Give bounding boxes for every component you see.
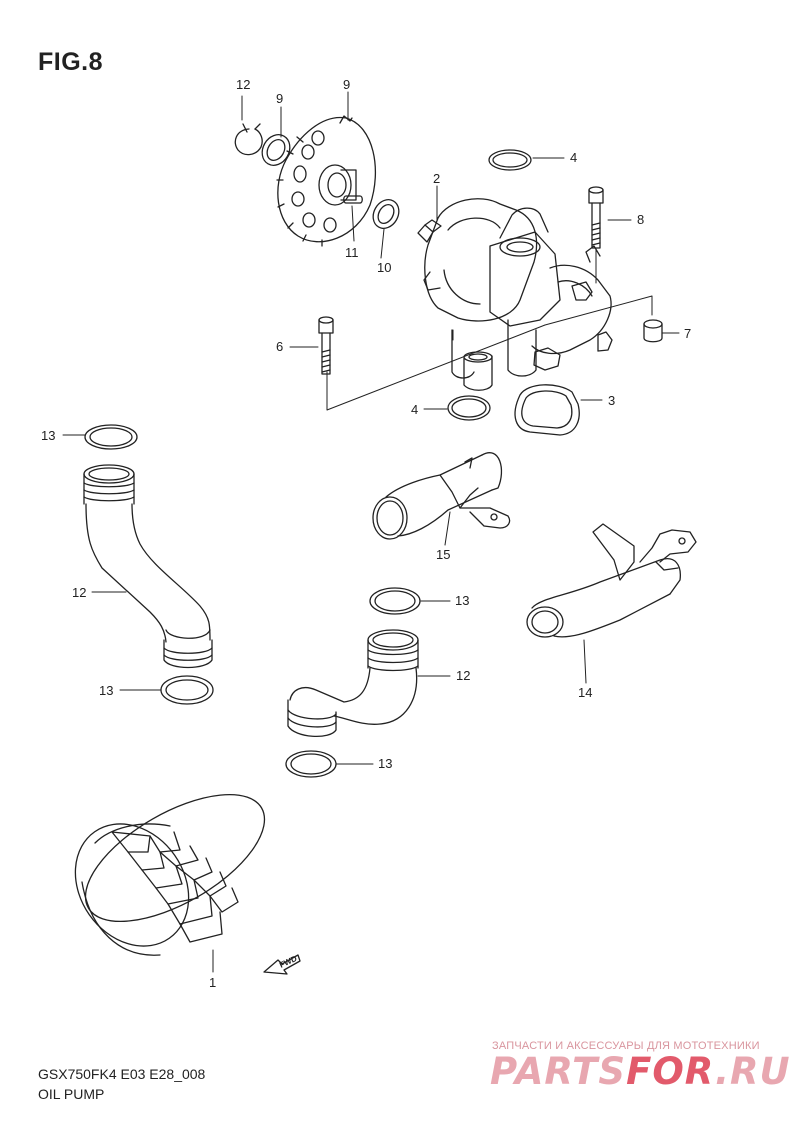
callout-10: 11	[345, 245, 359, 260]
washer-part-9-upper[interactable]	[257, 130, 296, 171]
oil-pipe-part-12-right[interactable]	[287, 629, 419, 737]
callout-13-mid-left: 13	[99, 683, 113, 698]
watermark-logo-part2: FOR	[626, 1050, 715, 1093]
callout-9-lower: 10	[377, 260, 391, 275]
o-ring-part-13-mid-right[interactable]	[369, 587, 421, 615]
bolt-part-6[interactable]	[588, 186, 604, 249]
callout-12-right: 12	[456, 668, 470, 683]
callout-15: 15	[436, 547, 450, 562]
callout-6: 8	[637, 212, 644, 227]
callout-8: 9	[343, 77, 350, 92]
watermark-logo-part1: PARTS	[490, 1050, 627, 1093]
o-ring-part-4-upper[interactable]	[488, 149, 532, 171]
washer-part-9-lower[interactable]	[368, 195, 404, 233]
oil-pump-part-2[interactable]	[417, 198, 613, 391]
leader-lines	[62, 91, 680, 973]
callout-4-lower: 4	[411, 402, 418, 417]
o-ring-part-13-bottom[interactable]	[285, 750, 337, 778]
dowel-pin-part-7[interactable]	[643, 319, 663, 343]
watermark-logo-part3: .RU	[714, 1050, 791, 1093]
driven-gear-part-8[interactable]	[276, 115, 377, 247]
callout-3: 3	[608, 393, 615, 408]
callout-1: 1	[209, 975, 216, 990]
callout-5: 6	[276, 339, 283, 354]
oil-pipe-part-15[interactable]	[372, 452, 511, 540]
oil-strainer-part-14[interactable]	[526, 523, 697, 638]
callout-4-upper: 4	[570, 150, 577, 165]
callout-2: 2	[433, 171, 440, 186]
oil-filter-part-1[interactable]	[52, 769, 284, 968]
callout-13-mid-right: 13	[455, 593, 469, 608]
model-code: GSX750FK4 E03 E28_008	[38, 1066, 206, 1082]
page-label: OIL PUMP	[38, 1086, 105, 1102]
forward-arrow-icon	[263, 954, 301, 975]
callout-14: 14	[578, 685, 592, 700]
figure-title: FIG.8	[38, 48, 104, 76]
gasket-part-3[interactable]	[514, 384, 580, 436]
callout-11: 12	[236, 77, 250, 92]
callout-13-top-left: 13	[41, 428, 55, 443]
pin-part-10[interactable]	[343, 195, 363, 204]
oil-pipe-part-12-left[interactable]	[83, 464, 213, 669]
bolt-part-5[interactable]	[318, 316, 334, 375]
o-ring-part-4-lower[interactable]	[447, 395, 491, 421]
callout-labels: 12 9 9 11 10 2 4 8 7 6 4 3 13 12 13 13 1…	[41, 77, 691, 990]
circlip-part-11[interactable]	[234, 123, 263, 156]
o-ring-part-13-mid-left[interactable]	[160, 675, 214, 705]
watermark-tagline: ЗАПЧАСТИ И АКСЕССУАРЫ ДЛЯ МОТОТЕХНИКИ	[492, 1040, 760, 1052]
callout-12-left: 12	[72, 585, 86, 600]
callout-7: 7	[684, 326, 691, 341]
callout-9-upper: 9	[276, 91, 283, 106]
o-ring-part-13-top-left[interactable]	[84, 424, 138, 450]
watermark-logo: PARTSFOR.RU	[490, 1053, 791, 1090]
callout-13-bottom: 13	[378, 756, 392, 771]
